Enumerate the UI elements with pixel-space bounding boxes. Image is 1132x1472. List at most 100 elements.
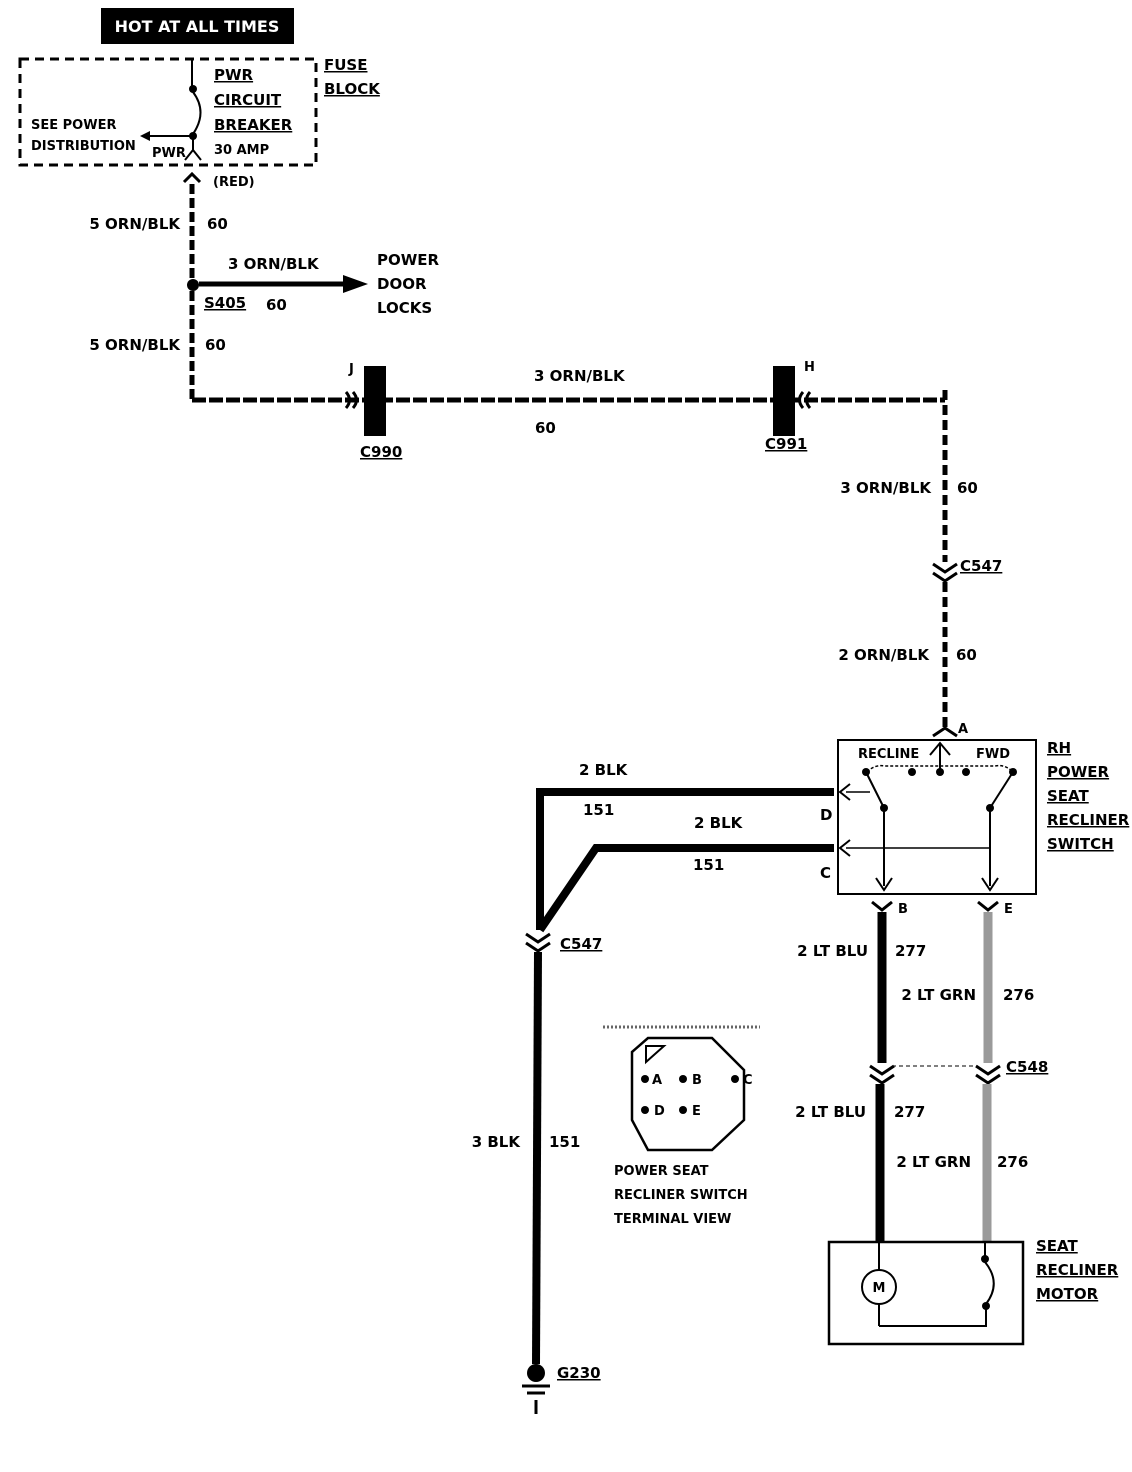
pin-e-label: E bbox=[1004, 902, 1013, 917]
c991-pin: H bbox=[804, 360, 815, 375]
breaker-label-2: CIRCUIT bbox=[214, 91, 282, 109]
distribution-arrow-head bbox=[140, 131, 150, 141]
terminal-view-pin-e-dot bbox=[679, 1106, 687, 1114]
lt-grn-circuit: 276 bbox=[1003, 986, 1034, 1004]
wire-blk-ground bbox=[532, 951, 542, 1365]
c547-top-label: C547 bbox=[960, 557, 1002, 575]
ground-g230-label: G230 bbox=[557, 1364, 601, 1382]
blk-c-gauge: 2 BLK bbox=[694, 814, 744, 832]
lt-grn-2-circuit: 276 bbox=[997, 1153, 1028, 1171]
terminal-view-pin-b-dot bbox=[679, 1075, 687, 1083]
wire-blk-to-terminal-d bbox=[536, 788, 834, 930]
wire-2-gauge: 5 ORN/BLK bbox=[89, 336, 181, 354]
lt-grn-gauge: 2 LT GRN bbox=[901, 986, 976, 1004]
terminal-view-pin-e: E bbox=[692, 1104, 701, 1119]
c991-label: C991 bbox=[765, 435, 807, 453]
motor-limit-switch bbox=[984, 1261, 995, 1305]
terminal-view-pin-a-dot bbox=[641, 1075, 649, 1083]
branch-gauge: 3 ORN/BLK bbox=[228, 255, 320, 273]
vert-1-circuit: 60 bbox=[957, 479, 978, 497]
terminal-view-pin-b: B bbox=[692, 1073, 702, 1088]
see-power-label-1: SEE POWER bbox=[31, 118, 116, 133]
power-door-locks-label-3: LOCKS bbox=[377, 299, 432, 317]
c548-blu-connector bbox=[869, 1064, 895, 1085]
motor-title-1: SEAT bbox=[1036, 1237, 1078, 1255]
wire-2-circuit: 60 bbox=[205, 336, 226, 354]
terminal-c-arrow bbox=[838, 839, 851, 857]
switch-lead-b-arrow bbox=[875, 877, 893, 892]
lt-blu-gauge: 2 LT BLU bbox=[797, 942, 868, 960]
wire-1-circuit: 60 bbox=[207, 215, 228, 233]
switch-title-5: SWITCH bbox=[1047, 835, 1114, 853]
terminal-e-connector bbox=[977, 900, 999, 912]
terminal-b-connector bbox=[871, 900, 893, 912]
banner-box bbox=[101, 8, 294, 44]
switch-recline-label: RECLINE bbox=[858, 747, 919, 762]
c990-pin: J bbox=[348, 362, 354, 377]
ground-circuit: 151 bbox=[549, 1133, 580, 1151]
power-door-locks-label-1: POWER bbox=[377, 251, 440, 269]
terminal-view-pin-c: C bbox=[743, 1073, 753, 1088]
switch-fwd-label: FWD bbox=[976, 747, 1010, 762]
fuse-block-outline bbox=[18, 57, 318, 167]
lt-grn-2-gauge: 2 LT GRN bbox=[896, 1153, 971, 1171]
terminal-view-caption-1: POWER SEAT bbox=[614, 1164, 709, 1179]
switch-title-1: RH bbox=[1047, 739, 1071, 757]
door-locks-arrow-head bbox=[343, 275, 368, 293]
pwr-label: PWR bbox=[152, 146, 186, 161]
wire-1-gauge: 5 ORN/BLK bbox=[89, 215, 181, 233]
pin-b-label: B bbox=[898, 902, 908, 917]
blk-d-gauge: 2 BLK bbox=[579, 761, 629, 779]
breaker-terminal-fork bbox=[184, 148, 202, 161]
pin-c-label: C bbox=[820, 864, 831, 882]
vert-1-gauge: 3 ORN/BLK bbox=[840, 479, 932, 497]
breaker-label-1: PWR bbox=[214, 66, 254, 84]
c991-terminal bbox=[798, 391, 812, 409]
c991-connector-body bbox=[773, 366, 795, 436]
terminal-view-pin-d: D bbox=[654, 1104, 665, 1119]
breaker-rating: 30 AMP bbox=[214, 143, 269, 158]
terminal-a-label: A bbox=[958, 722, 968, 737]
breaker-element bbox=[192, 91, 202, 135]
c548-label: C548 bbox=[1006, 1058, 1048, 1076]
breaker-label-3: BREAKER bbox=[214, 116, 293, 134]
see-power-label-2: DISTRIBUTION bbox=[31, 139, 136, 154]
motor-return-path bbox=[879, 1306, 987, 1327]
red-terminal-label: (RED) bbox=[213, 175, 255, 190]
motor-box bbox=[827, 1240, 1025, 1346]
breaker-contact-top bbox=[189, 85, 197, 93]
splice-s405-label: S405 bbox=[204, 294, 246, 312]
switch-blade-right bbox=[989, 771, 1014, 809]
switch-title-4: RECLINER bbox=[1047, 811, 1130, 829]
c547-left-connector bbox=[525, 932, 551, 953]
fuse-block-label-1: FUSE bbox=[324, 56, 367, 74]
switch-common-bus bbox=[866, 764, 1014, 773]
switch-contact-4 bbox=[962, 768, 970, 776]
banner-text: HOT AT ALL TIMES bbox=[115, 17, 280, 36]
blk-d-circuit: 151 bbox=[583, 801, 614, 819]
ground-gauge: 3 BLK bbox=[472, 1133, 522, 1151]
terminal-d-arrow bbox=[838, 783, 851, 801]
switch-lead-e-arrow bbox=[981, 877, 999, 892]
switch-title-2: POWER bbox=[1047, 763, 1110, 781]
terminal-view-pin-a: A bbox=[652, 1073, 662, 1088]
c990-connector-body bbox=[364, 366, 386, 436]
motor-title-2: RECLINER bbox=[1036, 1261, 1119, 1279]
terminal-view-caption-2: RECLINER SWITCH bbox=[614, 1188, 748, 1203]
c547-top-connector bbox=[932, 562, 958, 583]
motor-limit-contact-top bbox=[981, 1255, 989, 1263]
c547-left-label: C547 bbox=[560, 935, 602, 953]
wire-blk-to-terminal-c bbox=[536, 844, 834, 933]
terminal-view-key bbox=[645, 1045, 667, 1065]
c990-terminal bbox=[344, 391, 358, 409]
lt-blu-2-gauge: 2 LT BLU bbox=[795, 1103, 866, 1121]
terminal-a-connector bbox=[932, 726, 958, 738]
switch-title-3: SEAT bbox=[1047, 787, 1089, 805]
fuse-block-label-2: BLOCK bbox=[324, 80, 381, 98]
red-terminal-connector bbox=[182, 171, 202, 184]
switch-blade-left bbox=[865, 771, 885, 809]
branch-circuit: 60 bbox=[266, 296, 287, 314]
ground-g230-eyelet bbox=[527, 1364, 545, 1382]
terminal-view-outline bbox=[630, 1036, 746, 1152]
